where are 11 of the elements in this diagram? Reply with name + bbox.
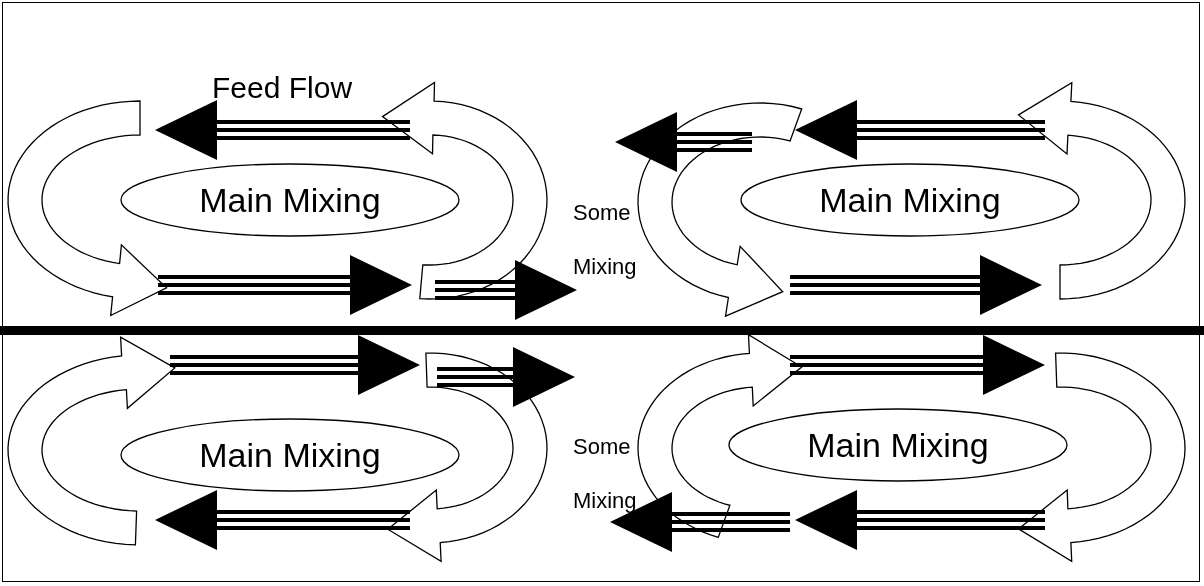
- mixing-ellipse: [120, 418, 460, 492]
- node-label: Main Mixing: [819, 180, 1001, 220]
- node-label: Main Mixing: [199, 180, 381, 220]
- caption-text: Feed Flow: [212, 70, 353, 106]
- note-text: Some Mixing: [573, 433, 638, 515]
- node-label: Main Mixing: [807, 425, 989, 465]
- note-text: Some Mixing: [573, 199, 638, 281]
- node-label: Main Mixing: [199, 435, 381, 475]
- mixing-ellipse: [740, 163, 1080, 237]
- mixing-ellipse: [120, 163, 460, 237]
- mixing-ellipse: [728, 408, 1068, 482]
